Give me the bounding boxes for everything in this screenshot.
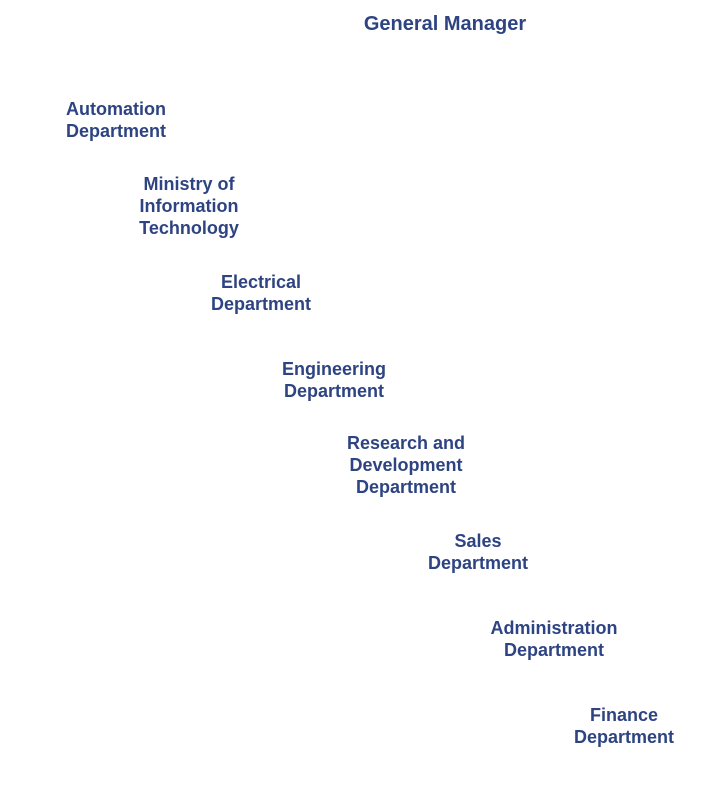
- node-administration-department: Administration Department: [490, 618, 618, 660]
- node-sales-department: Sales Department: [427, 531, 529, 573]
- node-ministry-of-information-technology: Ministry of Information Technology: [139, 174, 239, 238]
- node-engineering-department: Engineering Department: [281, 359, 387, 401]
- node-research-and-development-department: Research and Development Department: [346, 433, 466, 497]
- node-electrical-department: Electrical Department: [210, 272, 312, 314]
- node-automation-department: Automation Department: [65, 99, 167, 141]
- node-finance-department: Finance Department: [573, 705, 675, 747]
- node-general-manager: General Manager: [363, 13, 527, 35]
